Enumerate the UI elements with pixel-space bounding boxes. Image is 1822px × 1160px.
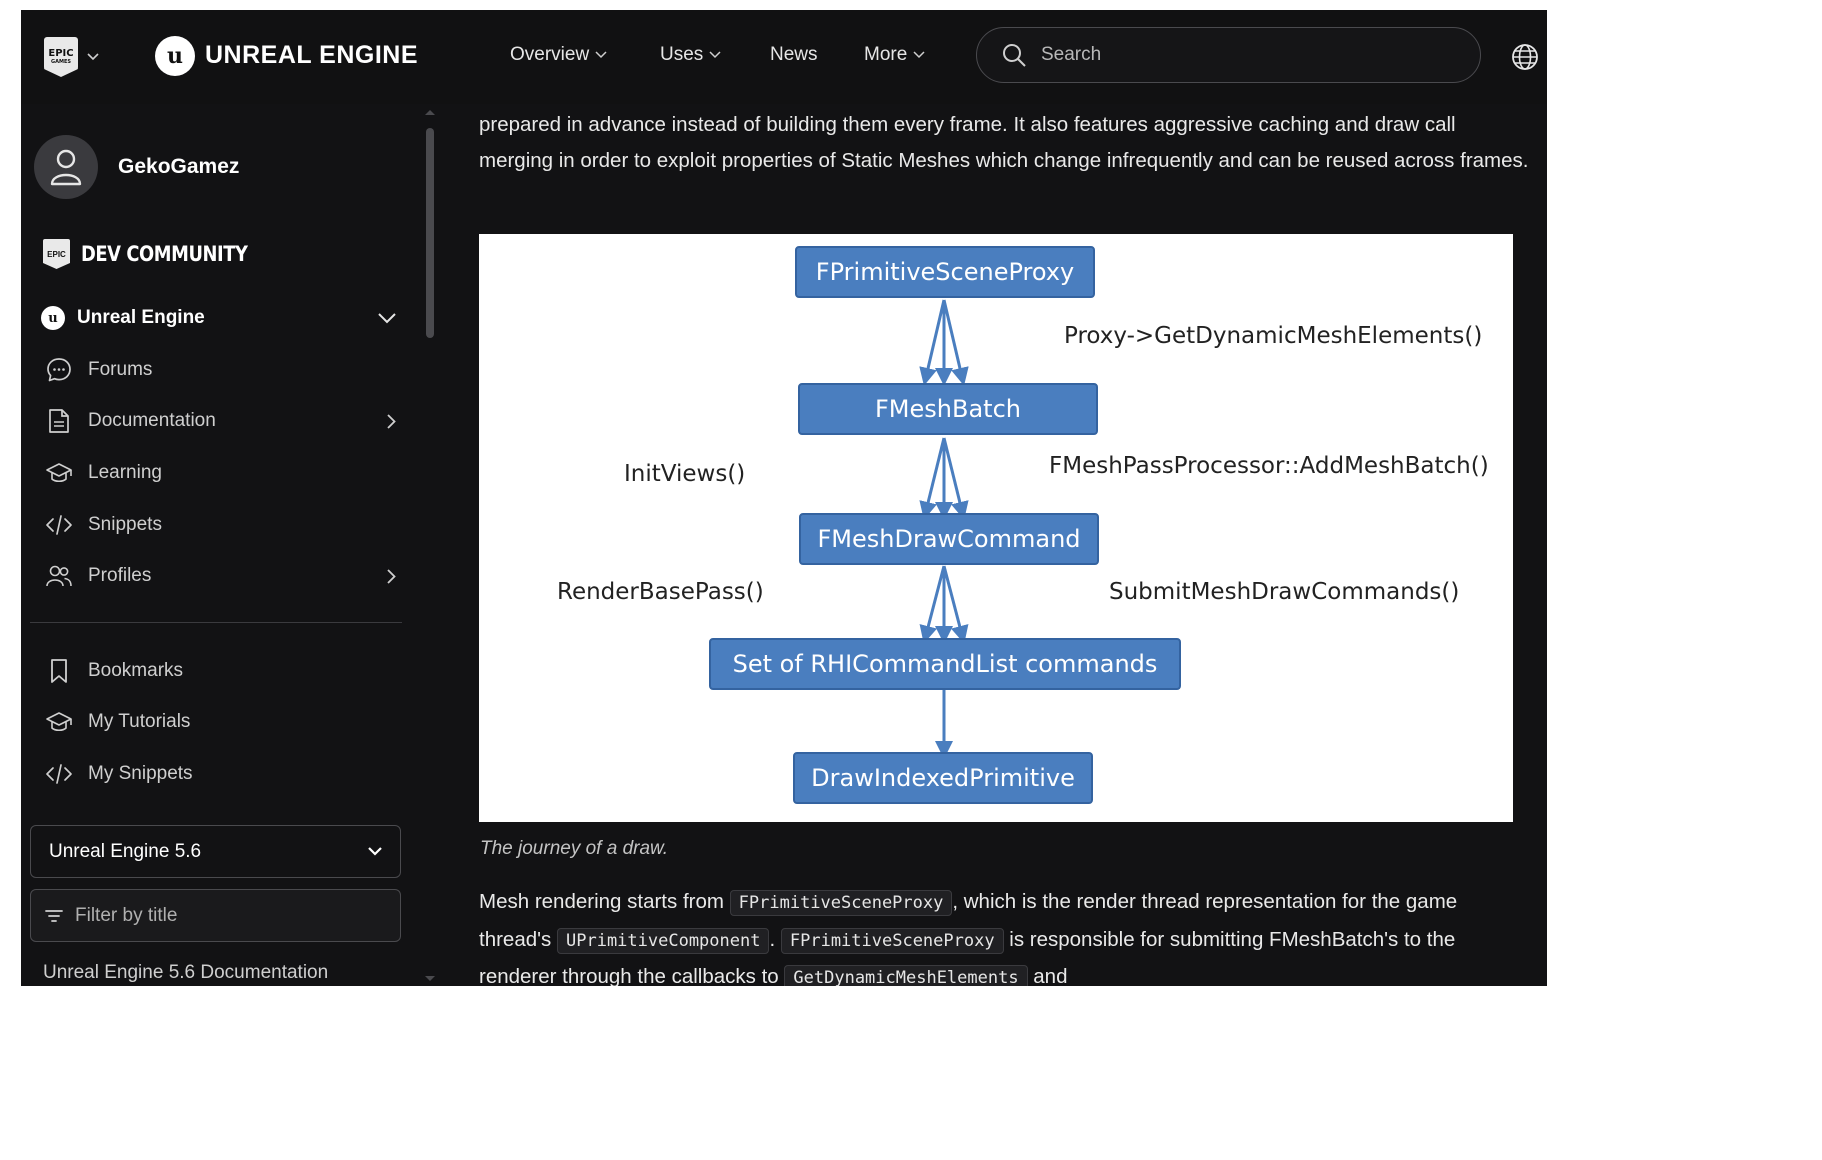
para-text: and bbox=[1027, 965, 1068, 986]
diagram-box-draw-indexed-primitive: DrawIndexedPrimitive bbox=[793, 752, 1093, 804]
diagram-label-add-mesh-batch: FMeshPassProcessor::AddMeshBatch() bbox=[1049, 453, 1489, 479]
top-nav-bar: EPIC GAMES u UNREAL ENGINE Overview Uses… bbox=[21, 10, 1547, 104]
body-paragraph: Mesh rendering starts from FPrimitiveSce… bbox=[479, 884, 1529, 986]
draw-journey-diagram: FPrimitiveSceneProxy FMeshBatch FMeshDra… bbox=[479, 234, 1513, 822]
sidebar: GekoGamez EPIC DEV COMMUNITY u Unreal En… bbox=[21, 104, 421, 986]
para-text: is responsible for submitting FMeshBatch… bbox=[479, 927, 1456, 987]
unreal-engine-section-toggle[interactable]: u Unreal Engine bbox=[41, 304, 396, 332]
diagram-box-mesh-batch: FMeshBatch bbox=[798, 383, 1098, 435]
filter-field[interactable] bbox=[30, 889, 401, 942]
diagram-label-render-base-pass: RenderBasePass() bbox=[557, 579, 764, 605]
inline-code: FPrimitiveSceneProxy bbox=[780, 927, 1004, 954]
scroll-up-arrow[interactable] bbox=[425, 110, 435, 115]
diagram-arrows bbox=[919, 299, 969, 759]
sidebar-item-bookmarks[interactable]: Bookmarks bbox=[45, 656, 396, 686]
app-window: EPIC GAMES u UNREAL ENGINE Overview Uses… bbox=[21, 10, 1547, 986]
chevron-down-icon bbox=[913, 51, 925, 59]
filter-input[interactable] bbox=[73, 903, 377, 928]
sidebar-item-label: Snippets bbox=[88, 514, 162, 535]
nav-uses-label: Uses bbox=[660, 44, 704, 65]
sidebar-item-learning[interactable]: Learning bbox=[45, 458, 396, 488]
user-icon bbox=[50, 149, 82, 186]
sidebar-item-documentation[interactable]: Documentation bbox=[45, 406, 396, 436]
nav-news[interactable]: News bbox=[770, 44, 818, 66]
chevron-down-icon bbox=[378, 312, 396, 323]
version-select-value: Unreal Engine 5.6 bbox=[49, 840, 202, 862]
sidebar-doc-link[interactable]: Unreal Engine 5.6 Documentation bbox=[43, 962, 329, 983]
nav-more-label: More bbox=[864, 44, 908, 65]
version-select[interactable]: Unreal Engine 5.6 bbox=[30, 825, 401, 878]
diagram-box-primitive-scene-proxy: FPrimitiveSceneProxy bbox=[795, 246, 1095, 298]
search-input[interactable] bbox=[1039, 43, 1463, 67]
code-icon bbox=[45, 511, 73, 539]
chevron-down-icon bbox=[595, 51, 607, 59]
diagram-box-mesh-draw-command: FMeshDrawCommand bbox=[799, 513, 1099, 565]
sidebar-scrollbar-thumb[interactable] bbox=[426, 128, 434, 338]
sidebar-item-label: Forums bbox=[88, 359, 153, 380]
diagram-label-submit: SubmitMeshDrawCommands() bbox=[1109, 579, 1460, 605]
graduation-cap-icon bbox=[45, 708, 73, 736]
diagram-label-init-views: InitViews() bbox=[624, 461, 746, 487]
inline-code: GetDynamicMeshElements bbox=[784, 965, 1028, 986]
sidebar-item-profiles[interactable]: Profiles bbox=[45, 561, 396, 591]
scroll-down-arrow[interactable] bbox=[425, 976, 435, 981]
sidebar-item-forums[interactable]: Forums bbox=[45, 355, 396, 385]
brand-wordmark[interactable]: UNREAL ENGINE bbox=[205, 41, 419, 69]
sidebar-item-label: Documentation bbox=[88, 410, 216, 431]
sidebar-item-my-snippets[interactable]: My Snippets bbox=[45, 759, 396, 789]
epic-logo-text: EPIC bbox=[48, 48, 74, 59]
bookmark-icon bbox=[45, 657, 73, 685]
sidebar-item-snippets[interactable]: Snippets bbox=[45, 510, 396, 540]
diagram-label-proxy: Proxy->GetDynamicMeshElements() bbox=[1064, 323, 1483, 349]
sidebar-divider bbox=[30, 622, 402, 623]
ue-logo-letter: u bbox=[167, 43, 183, 69]
dev-community-title[interactable]: DEV COMMUNITY bbox=[81, 242, 248, 266]
search-bar[interactable] bbox=[976, 27, 1481, 83]
sidebar-item-label: Profiles bbox=[88, 565, 152, 586]
graduation-cap-icon bbox=[45, 459, 73, 487]
sidebar-item-label: Bookmarks bbox=[88, 660, 184, 681]
intro-paragraph: prepared in advance instead of building … bbox=[479, 113, 1529, 172]
sidebar-item-my-tutorials[interactable]: My Tutorials bbox=[45, 707, 396, 737]
globe-icon[interactable] bbox=[1511, 43, 1539, 76]
unreal-engine-logo[interactable]: u bbox=[155, 36, 195, 76]
chevron-right-icon bbox=[387, 413, 396, 429]
document-icon bbox=[45, 407, 73, 435]
chevron-down-icon bbox=[709, 51, 721, 59]
users-icon bbox=[45, 562, 73, 590]
inline-code: FPrimitiveSceneProxy bbox=[729, 890, 953, 916]
diagram-box-rhi-command-list: Set of RHICommandList commands bbox=[709, 638, 1181, 690]
search-icon bbox=[1003, 44, 1026, 67]
ue-mini-letter: u bbox=[48, 310, 58, 326]
chat-bubble-icon bbox=[45, 356, 73, 384]
section-label: Unreal Engine bbox=[77, 307, 205, 328]
chevron-right-icon bbox=[387, 568, 396, 584]
chevron-down-icon[interactable] bbox=[87, 48, 99, 66]
epic-dev-logo: EPIC bbox=[43, 239, 70, 269]
dev-logo-text: EPIC bbox=[47, 249, 66, 259]
avatar[interactable] bbox=[34, 135, 98, 199]
nav-more[interactable]: More bbox=[864, 44, 925, 66]
nav-overview-label: Overview bbox=[510, 44, 590, 65]
filter-icon bbox=[45, 909, 63, 922]
username[interactable]: GekoGamez bbox=[118, 155, 240, 178]
sidebar-item-label: My Snippets bbox=[88, 763, 193, 784]
unreal-engine-icon: u bbox=[41, 306, 65, 330]
para-text: Mesh rendering starts from bbox=[479, 890, 730, 913]
figure-caption: The journey of a draw. bbox=[480, 838, 668, 859]
epic-logo-subtext: GAMES bbox=[51, 59, 71, 65]
nav-overview[interactable]: Overview bbox=[510, 44, 607, 66]
code-icon bbox=[45, 760, 73, 788]
sidebar-item-label: My Tutorials bbox=[88, 711, 191, 732]
para-text: , which is the render thread representat… bbox=[479, 890, 1458, 951]
epic-games-logo[interactable]: EPIC GAMES bbox=[44, 37, 78, 77]
inline-code: UPrimitiveComponent bbox=[557, 927, 770, 954]
main-content: prepared in advance instead of building … bbox=[479, 104, 1539, 986]
nav-news-label: News bbox=[770, 44, 818, 65]
para-text: . bbox=[769, 927, 781, 951]
nav-uses[interactable]: Uses bbox=[660, 44, 721, 66]
chevron-down-icon bbox=[368, 847, 382, 856]
sidebar-item-label: Learning bbox=[88, 462, 162, 483]
